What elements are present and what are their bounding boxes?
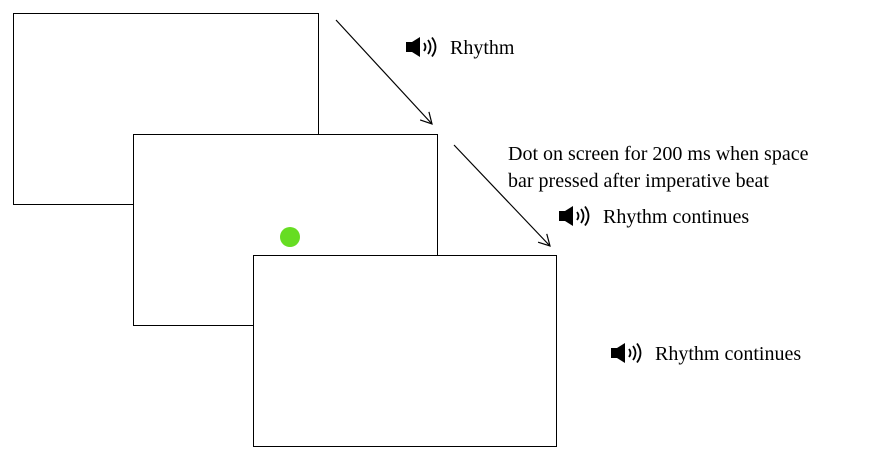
rhythm-label: Rhythm xyxy=(406,35,514,61)
speaker-icon xyxy=(406,36,437,58)
speaker-icon xyxy=(611,342,642,364)
dot-description-line-2: bar pressed after imperative beat xyxy=(508,170,769,192)
rhythm-text: Rhythm xyxy=(450,37,515,59)
dot-description-label: Dot on screen for 200 ms when space bar … xyxy=(508,141,808,195)
screen-frame-3 xyxy=(253,255,557,447)
dot-description-line-1: Dot on screen for 200 ms when space xyxy=(508,143,809,165)
rhythm-continues-text-2: Rhythm continues xyxy=(655,343,802,365)
rhythm-continues-text-1: Rhythm continues xyxy=(603,206,750,228)
speaker-icon xyxy=(559,205,590,227)
green-dot xyxy=(280,227,300,247)
rhythm-continues-label-1: Rhythm continues xyxy=(559,204,749,230)
rhythm-continues-label-2: Rhythm continues xyxy=(611,341,801,367)
